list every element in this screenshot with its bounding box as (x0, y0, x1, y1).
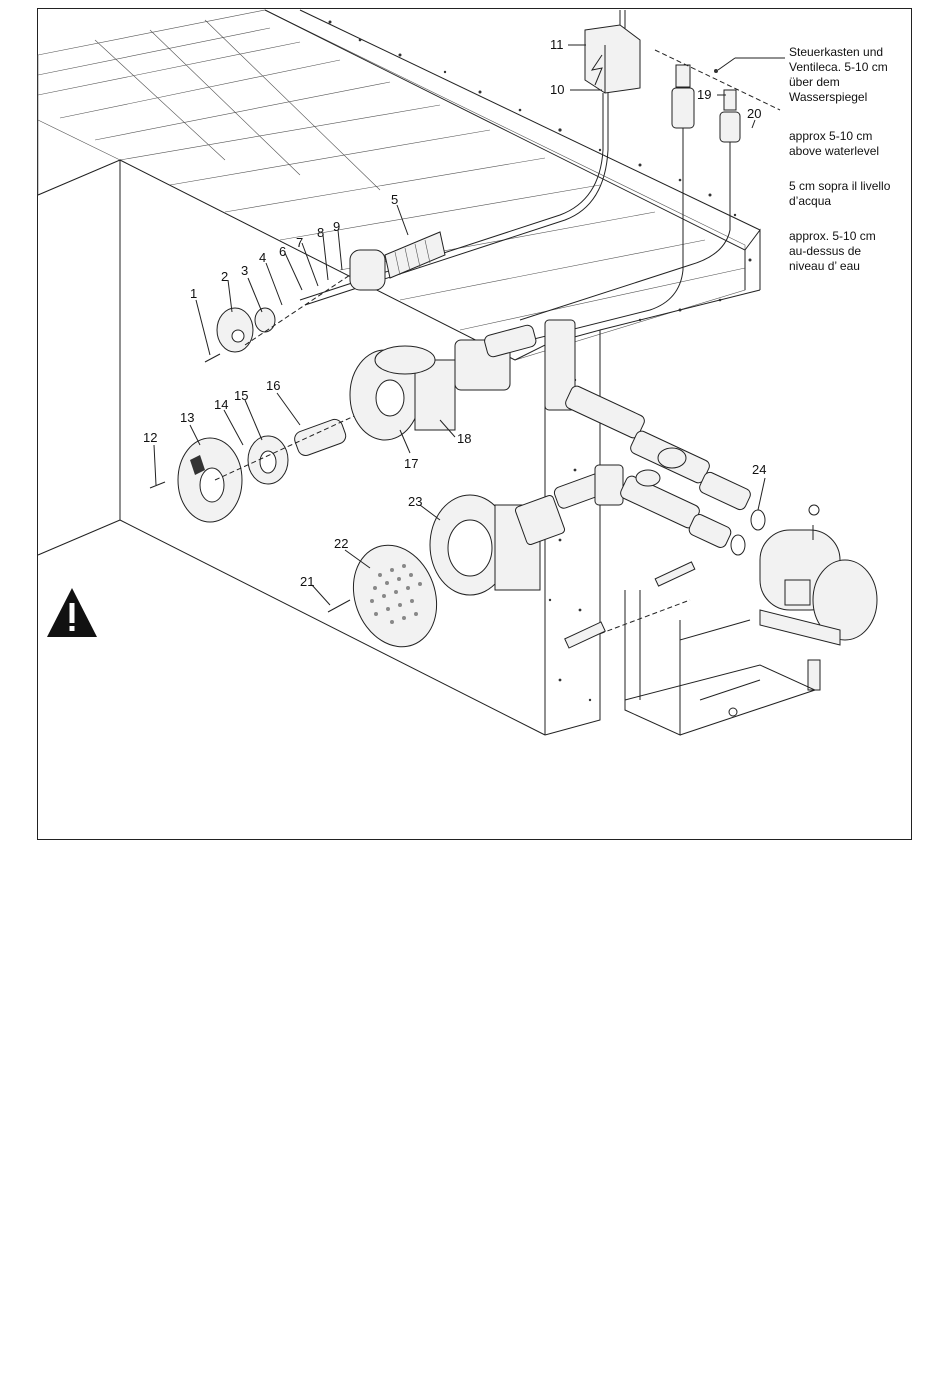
note-fr-line-1: approx. 5-10 cm (789, 229, 876, 244)
label-6: 6 (279, 244, 286, 259)
note-fr-line-2: au-dessus de (789, 244, 876, 259)
label-4: 4 (259, 250, 266, 265)
note-en-line-1: approx 5-10 cm (789, 129, 879, 144)
note-en-line-2: above waterlevel (789, 144, 879, 159)
note-it-line-1: 5 cm sopra il livello (789, 179, 890, 194)
note-de-line-2: Ventileca. 5-10 cm (789, 60, 888, 75)
label-13: 13 (180, 410, 194, 425)
label-5: 5 (391, 192, 398, 207)
label-24: 24 (752, 462, 766, 477)
label-3: 3 (241, 263, 248, 278)
label-17: 17 (404, 456, 418, 471)
label-16: 16 (266, 378, 280, 393)
note-de-line-1: Steuerkasten und (789, 45, 888, 60)
warning-triangle-icon (47, 588, 97, 637)
note-german: Steuerkasten und Ventileca. 5-10 cm über… (789, 45, 888, 105)
label-9: 9 (333, 219, 340, 234)
label-14: 14 (214, 397, 228, 412)
note-de-line-3: über dem (789, 75, 888, 90)
label-21: 21 (300, 574, 314, 589)
label-23: 23 (408, 494, 422, 509)
suction-unit (328, 494, 566, 658)
note-french: approx. 5-10 cm au-dessus de niveau d’ e… (789, 229, 876, 274)
label-10: 10 (550, 82, 564, 97)
label-15: 15 (234, 388, 248, 403)
note-english: approx 5-10 cm above waterlevel (789, 129, 879, 159)
jet-unit (150, 340, 510, 522)
label-1: 1 (190, 286, 197, 301)
label-18: 18 (457, 431, 471, 446)
label-20: 20 (747, 106, 761, 121)
label-2: 2 (221, 269, 228, 284)
label-8: 8 (317, 225, 324, 240)
air-valves (470, 50, 785, 355)
label-11: 11 (550, 37, 564, 52)
label-22: 22 (334, 536, 348, 551)
pump (760, 505, 877, 690)
note-italian: 5 cm sopra il livello d’acqua (789, 179, 890, 209)
label-12: 12 (143, 430, 157, 445)
note-fr-line-3: niveau d’ eau (789, 259, 876, 274)
note-it-line-2: d’acqua (789, 194, 890, 209)
note-de-line-4: Wasserspiegel (789, 90, 888, 105)
label-7: 7 (296, 235, 303, 250)
label-19: 19 (697, 87, 711, 102)
